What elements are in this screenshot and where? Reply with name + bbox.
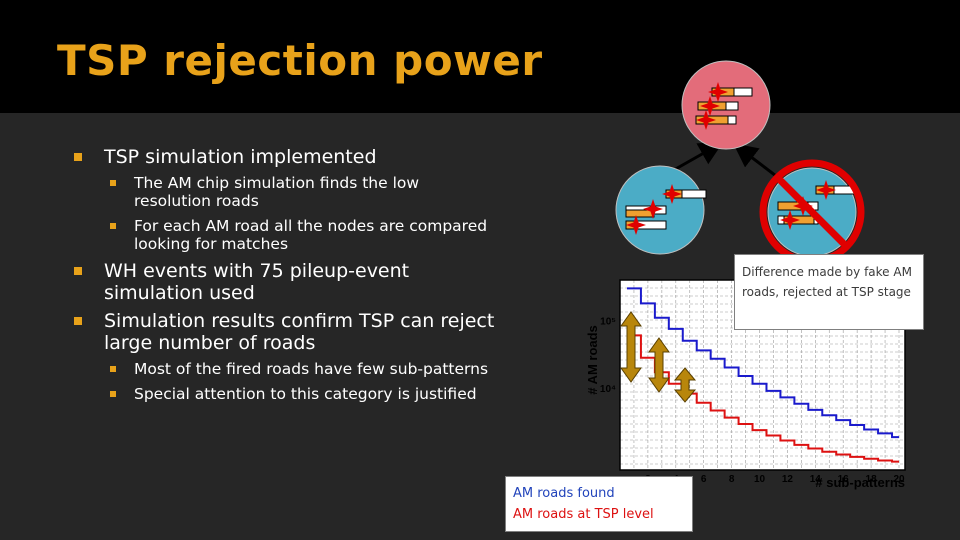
sub-bullet-item: The AM chip simulation finds the low res…	[74, 174, 499, 210]
bullet-marker-icon	[110, 223, 116, 229]
child-node-right-rejected	[759, 159, 865, 260]
bullet-item: WH events with 75 pileup-event simulatio…	[74, 260, 499, 304]
x-axis-label: # sub-patterns	[815, 475, 905, 490]
series-tsp	[626, 334, 899, 463]
double-arrow-icon	[673, 367, 697, 403]
y-axis-label: # AM roads	[585, 325, 600, 395]
bullet-text: For each AM road all the nodes are compa…	[134, 217, 488, 253]
sub-bullet-item: Most of the fired roads have few sub-pat…	[74, 360, 499, 378]
legend-item-found: AM roads found	[513, 486, 615, 501]
bullet-list: TSP simulation implemented The AM chip s…	[74, 146, 499, 410]
edge-right	[733, 143, 781, 181]
bullet-marker-icon	[74, 153, 82, 161]
bullet-marker-icon	[110, 180, 116, 186]
y-tick-label: 10⁵	[600, 317, 616, 328]
x-tick-label: 20	[893, 474, 905, 485]
double-arrow-icon	[620, 311, 642, 383]
x-tick-label: 12	[782, 474, 794, 485]
x-tick-label: 8	[729, 474, 735, 485]
annotation-box: Difference made by fake AM roads, reject…	[734, 254, 924, 330]
x-tick-label: 16	[838, 474, 850, 485]
bullet-text: Special attention to this category is ju…	[134, 385, 477, 403]
bullet-marker-icon	[74, 267, 82, 275]
series-found	[626, 287, 899, 439]
y-tick-label: 10⁴	[600, 384, 616, 395]
sub-bullet-item: Special attention to this category is ju…	[74, 385, 499, 403]
title-bar: TSP rejection power	[0, 0, 960, 113]
bullet-marker-icon	[110, 366, 116, 372]
bullet-text: Simulation results confirm TSP can rejec…	[104, 310, 495, 354]
sub-bullet-item: For each AM road all the nodes are compa…	[74, 217, 499, 253]
bullet-text: WH events with 75 pileup-event simulatio…	[104, 260, 410, 304]
bullet-text: Most of the fired roads have few sub-pat…	[134, 360, 489, 378]
double-arrow-icon	[648, 337, 670, 393]
x-tick-label: 14	[810, 474, 822, 485]
x-tick-label: 10	[754, 474, 766, 485]
legend-item-tsp: AM roads at TSP level	[513, 507, 654, 522]
slide-title: TSP rejection power	[57, 36, 543, 85]
x-tick-label: 18	[866, 474, 878, 485]
prohibited-icon	[759, 159, 865, 260]
tree-diagram	[615, 60, 865, 260]
bullet-text: The AM chip simulation finds the low res…	[134, 174, 420, 210]
y-tick-labels: 10⁵ 10⁴	[600, 317, 616, 395]
bullet-marker-icon	[110, 391, 116, 397]
legend: AM roads found AM roads at TSP level	[505, 476, 693, 532]
child-node-left	[615, 165, 707, 255]
x-tick-label: 6	[701, 474, 707, 485]
series-line	[626, 287, 899, 439]
bullet-item: TSP simulation implemented	[74, 146, 499, 168]
bullet-item: Simulation results confirm TSP can rejec…	[74, 310, 499, 354]
difference-arrows	[620, 311, 697, 403]
parent-node	[681, 60, 771, 150]
series-line	[626, 334, 899, 463]
bullet-text: TSP simulation implemented	[104, 146, 377, 168]
bullet-marker-icon	[74, 317, 82, 325]
